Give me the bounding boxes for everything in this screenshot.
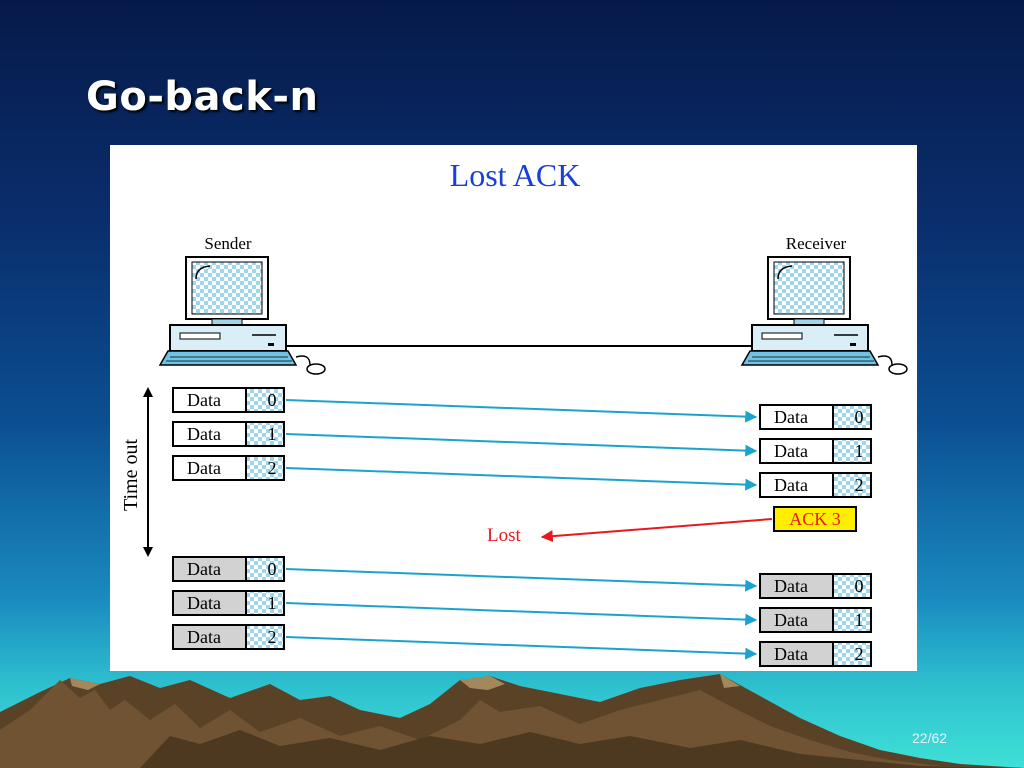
transmission-arrow (285, 433, 758, 457)
mountain-landscape (0, 674, 1024, 768)
transmission-arrow (285, 568, 758, 592)
frame-box: Data 1 (172, 421, 285, 447)
resent-frame-box: Data 0 (172, 556, 285, 582)
frame-number: 0 (855, 407, 864, 427)
frame-number: 2 (268, 458, 277, 478)
frame-number: 0 (855, 576, 864, 596)
sender-label: Sender (204, 234, 252, 253)
frame-label: Data (187, 627, 221, 647)
transmission-arrow (285, 636, 758, 660)
frame-box: Data 2 (172, 455, 285, 481)
transmission-arrow (285, 399, 758, 423)
frame-number: 0 (268, 390, 277, 410)
ack-box: ACK 3 (773, 506, 857, 532)
lost-label: Lost (487, 525, 522, 546)
ack-label: ACK 3 (789, 509, 841, 529)
slide-number: 22/62 (912, 730, 948, 746)
resent-frame-box: Data 1 (759, 607, 872, 633)
frame-label: Data (187, 390, 221, 410)
frame-box: Data 1 (759, 438, 872, 464)
diagram-canvas: Lost ACK Sender Receiver (120, 157, 908, 667)
frame-label: Data (774, 644, 808, 664)
slide-title: Go-back-n (86, 74, 319, 120)
frame-label: Data (187, 559, 221, 579)
transmission-arrow (285, 602, 758, 626)
frame-box: Data 0 (759, 404, 872, 430)
frame-label: Data (774, 610, 808, 630)
resent-frame-box: Data 1 (172, 590, 285, 616)
frame-label: Data (187, 458, 221, 478)
transmission-arrow (285, 467, 758, 491)
frame-number: 2 (855, 644, 864, 664)
frame-number: 1 (855, 441, 864, 461)
frame-label: Data (774, 407, 808, 427)
sender-computer-icon (158, 256, 326, 375)
frame-label: Data (774, 475, 808, 495)
frame-number: 1 (268, 593, 277, 613)
frame-label: Data (187, 424, 221, 444)
frame-number: 0 (268, 559, 277, 579)
diagram-title: Lost ACK (450, 157, 581, 193)
frame-number: 2 (855, 475, 864, 495)
frame-number: 1 (855, 610, 864, 630)
resent-frame-box: Data 0 (759, 573, 872, 599)
resent-frame-box: Data 2 (172, 624, 285, 650)
frame-box: Data 0 (172, 387, 285, 413)
frame-number: 2 (268, 627, 277, 647)
receiver-label: Receiver (786, 234, 847, 253)
receiver-computer-icon (740, 256, 908, 375)
diagram-panel: Lost ACK Sender Receiver (110, 145, 917, 671)
frame-number: 1 (268, 424, 277, 444)
timeout-label: Time out (120, 439, 142, 512)
frame-label: Data (187, 593, 221, 613)
lost-ack-arrow (540, 518, 773, 543)
frame-label: Data (774, 576, 808, 596)
frame-label: Data (774, 441, 808, 461)
resent-frame-box: Data 2 (759, 641, 872, 667)
frame-box: Data 2 (759, 472, 872, 498)
timeout-bracket (143, 387, 153, 557)
